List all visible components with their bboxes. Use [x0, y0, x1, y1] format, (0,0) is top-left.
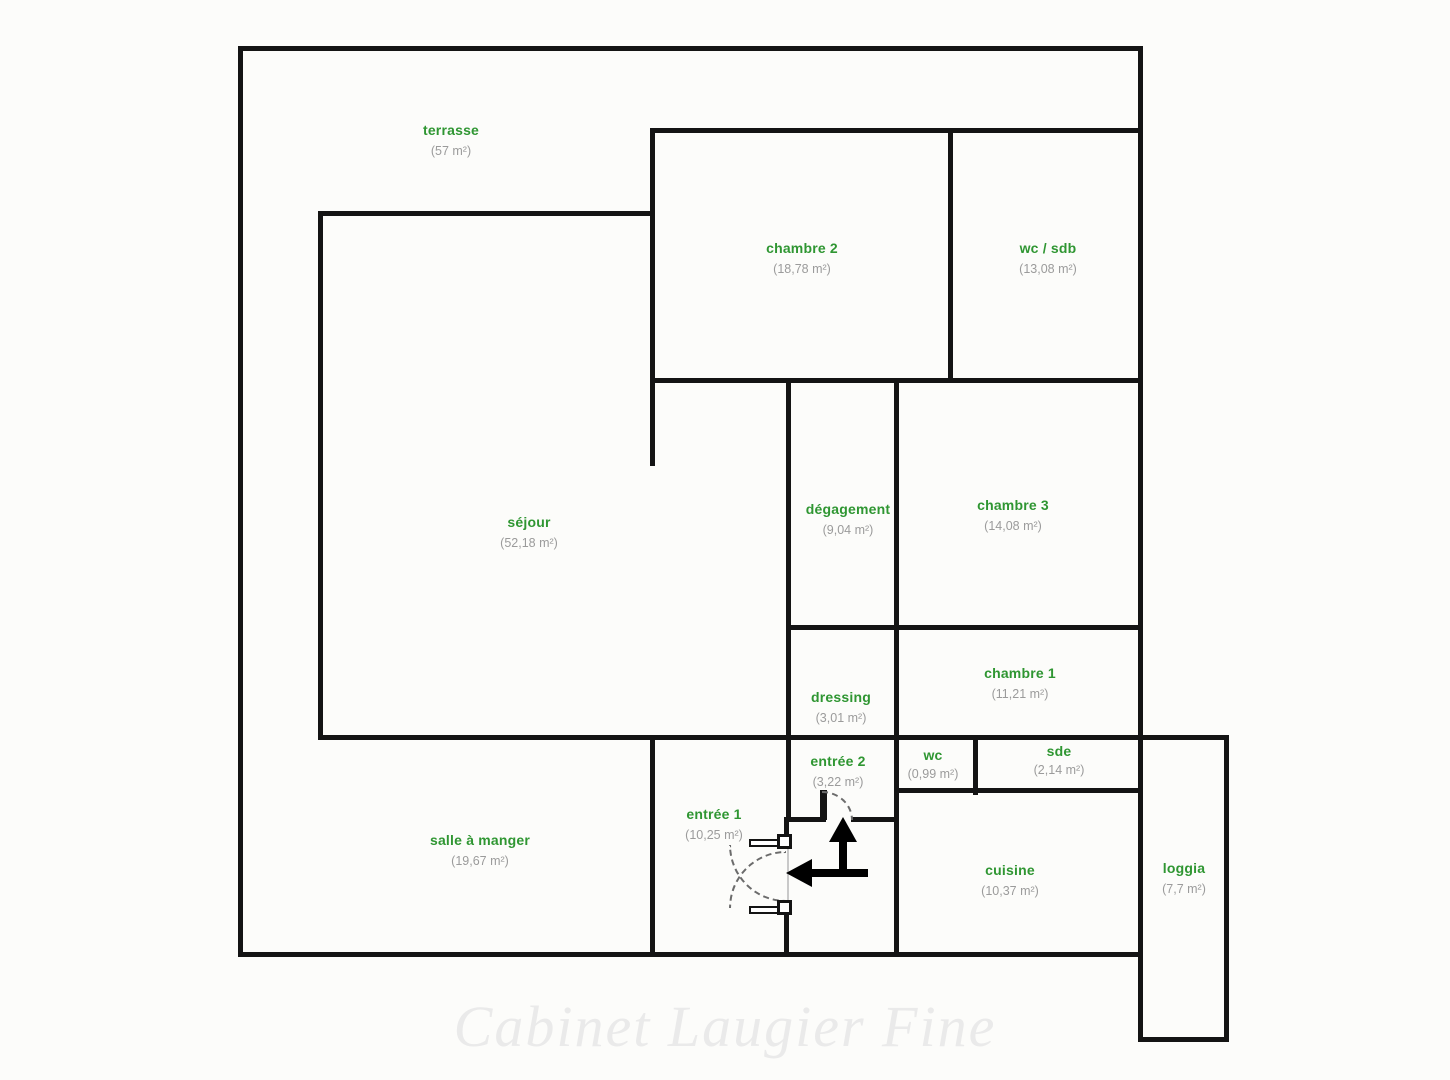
wall-chambre2-left — [650, 128, 655, 466]
room-name: salle à manger — [429, 832, 531, 848]
room-name: entrée 2 — [810, 753, 866, 769]
room-sde: sde (2,14 m²) — [1034, 742, 1085, 779]
wall-cuisine-top — [894, 788, 1143, 793]
room-name: chambre 2 — [766, 240, 838, 256]
room-name: terrasse — [422, 122, 480, 138]
room-entree-2: entrée 2 (3,22 m²) — [810, 751, 865, 792]
room-name: chambre 3 — [977, 497, 1049, 513]
wall-chambre3-bottom — [786, 625, 1143, 630]
room-name: séjour — [507, 514, 551, 530]
door-arc-entree2 — [822, 791, 853, 820]
room-wc-sdb: wc / sdb (13,08 m²) — [1019, 238, 1077, 279]
wall-salle-entree1-divider — [650, 735, 655, 957]
door-hinge-entree1-lower — [777, 900, 792, 915]
room-dressing: dressing (3,01 m²) — [811, 687, 871, 728]
wall-chambre2-wcsdb-divider — [948, 128, 953, 383]
room-name: dégagement — [805, 501, 891, 517]
wall-sejour-left — [318, 211, 323, 740]
room-terrasse: terrasse (57 m²) — [423, 120, 479, 161]
room-name: sde — [1046, 743, 1072, 759]
room-area: (9,04 m²) — [822, 522, 874, 537]
wall-loggia-bottom — [1138, 1037, 1229, 1042]
room-name: wc — [923, 747, 943, 763]
entry-arrow-left-icon — [786, 859, 812, 887]
wall-entree1-stub-top — [784, 817, 789, 839]
room-area: (3,01 m²) — [815, 710, 867, 725]
wall-outer-bottom — [238, 952, 1143, 957]
wall-outer-left — [238, 46, 243, 957]
room-area: (0,99 m²) — [907, 766, 959, 781]
room-area: (10,25 m²) — [685, 827, 743, 842]
room-entree-1: entrée 1 (10,25 m²) — [685, 804, 743, 845]
room-area: (7,7 m²) — [1162, 881, 1206, 896]
room-area: (10,37 m²) — [981, 883, 1039, 898]
room-area: (2,14 m²) — [1033, 762, 1085, 777]
entry-arrow-horizontal-bar — [804, 869, 868, 877]
wall-mid-horizontal — [318, 735, 1143, 740]
room-name: wc / sdb — [1019, 240, 1077, 256]
wall-loggia-top — [1138, 735, 1229, 740]
room-chambre-2: chambre 2 (18,78 m²) — [766, 238, 838, 279]
room-area: (11,21 m²) — [991, 686, 1049, 701]
wall-wc-sde-divider — [973, 735, 978, 795]
watermark-text: Cabinet Laugier Fine — [453, 994, 997, 1059]
wall-chambre3-left — [894, 378, 899, 957]
room-salle-a-manger: salle à manger (19,67 m²) — [430, 830, 530, 871]
entry-arrow-vertical-bar — [839, 840, 847, 877]
wall-outer-right — [1138, 46, 1143, 957]
room-area: (18,78 m²) — [773, 261, 831, 276]
wall-outer-top — [238, 46, 1143, 51]
wall-chambre2-top — [650, 128, 1143, 133]
wall-entree2-bottom-right — [851, 817, 899, 822]
room-wc: wc (0,99 m²) — [908, 746, 959, 783]
room-area: (3,22 m²) — [812, 774, 864, 789]
wall-sejour-top — [318, 211, 655, 216]
room-loggia: loggia (7,7 m²) — [1162, 858, 1206, 899]
door-hinge-entree1-upper — [777, 834, 792, 849]
room-name: chambre 1 — [984, 665, 1056, 681]
room-chambre-1: chambre 1 (11,21 m²) — [984, 663, 1056, 704]
room-area: (14,08 m²) — [984, 518, 1042, 533]
door-leaf-entree1-lower — [749, 906, 779, 914]
room-name: loggia — [1162, 860, 1206, 876]
door-leaf-entree1-upper — [749, 839, 779, 847]
wall-entree1-stub-bottom — [784, 913, 789, 957]
room-cuisine: cuisine (10,37 m²) — [981, 860, 1039, 901]
entry-arrow-up-icon — [829, 817, 857, 842]
room-name: cuisine — [985, 862, 1035, 878]
room-sejour: séjour (52,18 m²) — [500, 512, 558, 553]
room-area: (52,18 m²) — [500, 535, 558, 550]
wall-loggia-right — [1224, 735, 1229, 1042]
room-name: entrée 1 — [686, 806, 742, 822]
room-area: (13,08 m²) — [1019, 261, 1077, 276]
wall-degagement-left — [786, 378, 791, 822]
room-degagement: dégagement (9,04 m²) — [806, 499, 890, 540]
room-area: (19,67 m²) — [451, 853, 509, 868]
room-name: dressing — [811, 689, 871, 705]
wall-entree2-bottom-left — [786, 817, 826, 822]
wall-loggia-left — [1138, 735, 1143, 1042]
room-area: (57 m²) — [430, 143, 472, 158]
room-chambre-3: chambre 3 (14,08 m²) — [977, 495, 1049, 536]
